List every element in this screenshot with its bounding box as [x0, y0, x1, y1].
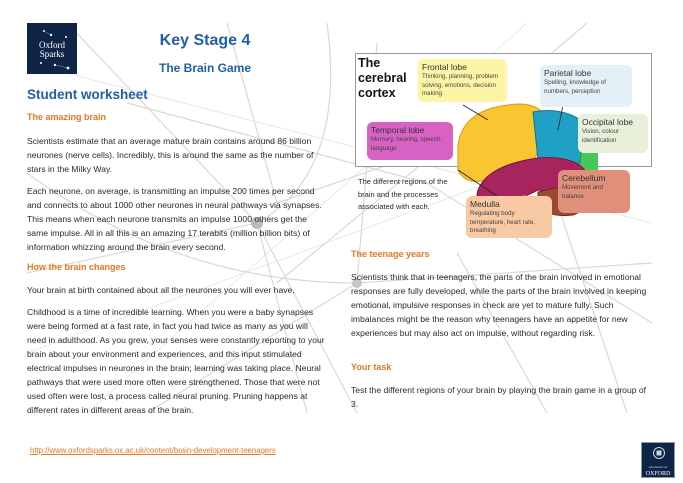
paragraph: Scientists estimate that an average matu…	[27, 136, 314, 174]
paragraph: Your brain at birth contained about all …	[27, 285, 295, 295]
crest-icon	[653, 447, 665, 459]
paragraph: Childhood is a time of incredible learni…	[27, 307, 325, 415]
page-title: Key Stage 4	[159, 32, 251, 49]
page-subtitle: The Brain Game	[158, 61, 252, 75]
section-heading-amazing-brain: The amazing brain	[27, 112, 107, 122]
logo-oxford-text: OXFORD	[645, 471, 671, 477]
source-link[interactable]: http://www.oxfordsparks.ox.ac.uk/content…	[30, 446, 276, 455]
logo-text-line1: Oxford	[39, 40, 65, 50]
constellation-icon	[40, 30, 70, 70]
section-heading-brain-changes: How the brain changes	[27, 262, 126, 272]
logo-text-line2: Sparks	[39, 49, 65, 59]
worksheet-heading: Student worksheet	[27, 87, 148, 102]
oxford-sparks-logo: Oxford Sparks	[27, 23, 77, 74]
section-heading-your-task: Your task	[351, 362, 392, 372]
figure-title: The cerebral cortex	[358, 56, 407, 100]
figure-caption: The different regions of the brain and t…	[358, 177, 448, 211]
paragraph: Each neurone, on average, is transmittin…	[27, 186, 322, 252]
paragraph: Scientists think that in teenagers, the …	[351, 272, 647, 338]
section-heading-teenage-years: The teenage years	[351, 249, 430, 259]
university-of-oxford-logo: UNIVERSITY OF OXFORD	[641, 442, 675, 478]
logo-small-text: UNIVERSITY OF	[648, 466, 668, 469]
paragraph: Test the different regions of your brain…	[351, 385, 647, 409]
